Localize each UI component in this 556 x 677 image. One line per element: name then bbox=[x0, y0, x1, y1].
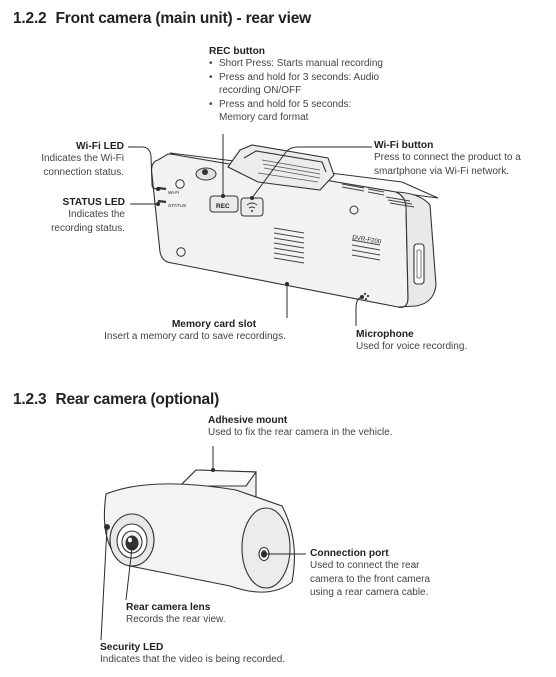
connection-port-desc: Used to connect the rear camera to the f… bbox=[310, 560, 431, 599]
rear-camera-lens-desc: Records the rear view. bbox=[126, 614, 226, 625]
memory-card-slot-desc: Insert a memory card to save recordings. bbox=[104, 331, 286, 342]
wifi-led-callout: Wi-Fi LED Indicates the Wi-Fi connection… bbox=[15, 141, 124, 179]
security-led-callout: Security LED Indicates that the video is… bbox=[100, 642, 330, 667]
rec-button-callout: REC button Short Press: Starts manual re… bbox=[209, 46, 399, 125]
adhesive-mount-title: Adhesive mount bbox=[208, 415, 288, 426]
wifi-button-title: Wi-Fi button bbox=[374, 140, 434, 151]
rec-mark: REC bbox=[216, 203, 230, 210]
security-led-desc: Indicates that the video is being record… bbox=[100, 654, 286, 665]
microphone-desc: Used for voice recording. bbox=[356, 341, 468, 352]
status-led-callout: STATUS LED Indicates the recording statu… bbox=[35, 197, 125, 235]
section-title: Front camera (main unit) - rear view bbox=[55, 10, 311, 27]
adhesive-mount-callout: Adhesive mount Used to fix the rear came… bbox=[208, 415, 428, 440]
list-item: Short Press: Starts manual recording bbox=[209, 57, 399, 71]
list-item: Press and hold for 3 seconds: Audio reco… bbox=[209, 71, 394, 98]
section-number: 1.2.2 bbox=[13, 10, 47, 27]
model-mark: DVR-F200 bbox=[352, 234, 383, 246]
wifi-button-desc: Press to connect the product to a smartp… bbox=[374, 152, 521, 177]
status-led-title: STATUS LED bbox=[62, 197, 125, 208]
status-led-desc: Indicates the recording status. bbox=[51, 209, 125, 234]
memory-card-slot-callout: Memory card slot Insert a memory card to… bbox=[80, 319, 310, 344]
status-mark: STATUS bbox=[168, 203, 186, 209]
section-number: 1.2.3 bbox=[13, 391, 47, 408]
rear-camera-lens-callout: Rear camera lens Records the rear view. bbox=[126, 602, 276, 627]
connection-port-callout: Connection port Used to connect the rear… bbox=[310, 548, 450, 600]
microphone-title: Microphone bbox=[356, 329, 414, 340]
section-heading-front-camera: 1.2.2 Front camera (main unit) - rear vie… bbox=[13, 10, 311, 28]
adhesive-mount-desc: Used to fix the rear camera in the vehic… bbox=[208, 427, 393, 438]
rear-camera-lens-title: Rear camera lens bbox=[126, 602, 211, 613]
connection-port-title: Connection port bbox=[310, 548, 389, 559]
list-item: Press and hold for 5 seconds: Memory car… bbox=[209, 98, 369, 125]
wifi-mark: Wi-Fi bbox=[168, 190, 179, 196]
rec-button-title: REC button bbox=[209, 46, 266, 57]
security-led-title: Security LED bbox=[100, 642, 164, 653]
wifi-led-desc: Indicates the Wi-Fi connection status. bbox=[41, 153, 124, 178]
section-title: Rear camera (optional) bbox=[55, 391, 220, 408]
wifi-button-callout: Wi-Fi button Press to connect the produc… bbox=[374, 140, 546, 178]
memory-card-slot-title: Memory card slot bbox=[171, 319, 257, 330]
section-heading-rear-camera: 1.2.3 Rear camera (optional) bbox=[13, 391, 219, 409]
microphone-callout: Microphone Used for voice recording. bbox=[356, 329, 526, 354]
rec-button-list: Short Press: Starts manual recording Pre… bbox=[209, 57, 399, 125]
wifi-led-title: Wi-Fi LED bbox=[75, 141, 124, 152]
